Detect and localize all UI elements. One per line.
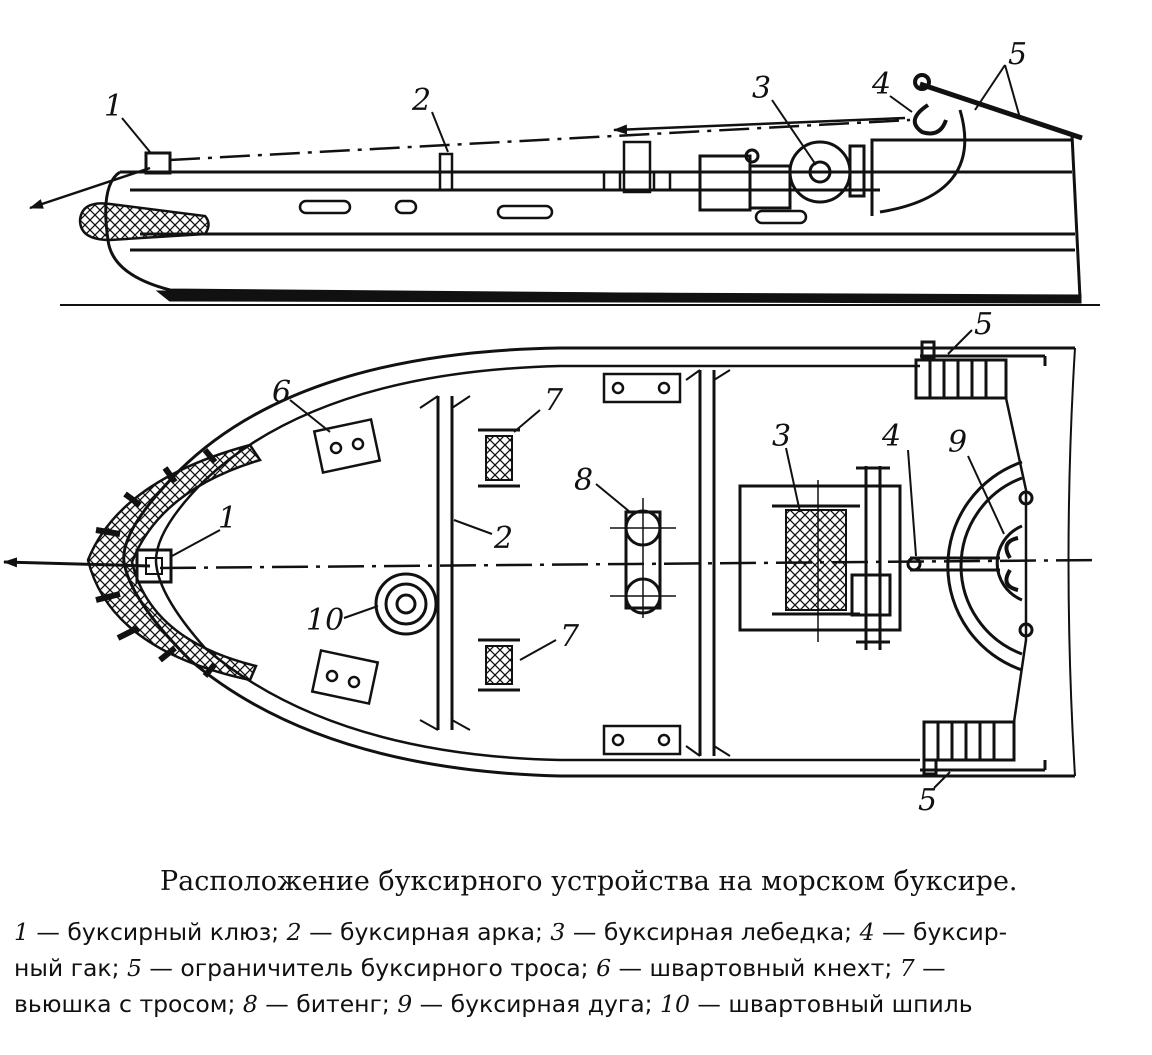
- legend-line-2: ный гак; 5 — ограничитель буксирного тро…: [14, 954, 946, 982]
- plan-callout-7-bottom: 7: [560, 619, 580, 654]
- side-portholes: [298, 199, 808, 225]
- plan-callout-1: 1: [218, 501, 237, 536]
- side-hook-pin: [913, 73, 931, 91]
- plan-fender-lashings: [95, 448, 218, 678]
- side-callout-3: 3: [752, 71, 771, 106]
- side-callout-4: 4: [871, 67, 891, 102]
- plan-rope-limiters: [914, 340, 1047, 776]
- side-callout-5: 5: [1008, 37, 1027, 72]
- plan-rope-reels: [478, 428, 520, 692]
- side-towing-winch: [698, 140, 866, 212]
- plan-callout-7-top: 7: [544, 383, 564, 418]
- plan-towing-hook: [1004, 536, 1019, 592]
- side-towing-hook: [912, 103, 948, 136]
- plan-callout-9: 9: [948, 425, 967, 460]
- towing-arrangement-diagram: 1 2 3 4 5: [3, 37, 1101, 818]
- side-towing-arch: [438, 152, 454, 192]
- side-callout-1: 1: [104, 89, 123, 124]
- side-leader-lines: [121, 64, 1021, 166]
- side-rub-strake: [130, 232, 1075, 252]
- plan-callout-2: 2: [493, 521, 513, 556]
- figure-legend: 1 — буксирный клюз; 2 — буксирная арка; …: [14, 914, 1142, 1022]
- plan-tow-arrow: [3, 557, 151, 568]
- side-keel-shadow: [155, 290, 1082, 304]
- bow-fender: [78, 202, 210, 242]
- side-view: [29, 64, 1100, 306]
- plan-stern-break: [1067, 347, 1076, 777]
- side-rope-limiter: [919, 81, 1083, 141]
- plan-towing-arches: [419, 369, 731, 757]
- plan-hull-outline: [122, 346, 1075, 778]
- plan-callout-4: 4: [881, 419, 901, 454]
- side-towing-arc: [879, 109, 967, 214]
- side-tow-line: [169, 118, 911, 162]
- plan-callout-6: 6: [272, 375, 291, 410]
- plan-towing-winch: [738, 466, 902, 650]
- plan-towing-arc: [906, 460, 1034, 672]
- plan-centreline: [159, 558, 1101, 570]
- plan-towing-fairlead: [135, 548, 173, 584]
- side-deckhouse: [870, 138, 1072, 216]
- plan-callout-5-bottom: 5: [918, 783, 937, 818]
- plan-callout-8: 8: [574, 463, 593, 498]
- side-callout-2: 2: [411, 83, 431, 118]
- side-towing-fairlead: [144, 151, 172, 175]
- side-tow-arrow-forward: [613, 116, 906, 135]
- figure-caption: Расположение буксирного устройства на мо…: [160, 866, 1018, 897]
- plan-hull-inner: [154, 364, 920, 762]
- side-tow-arrow-bow: [29, 166, 151, 210]
- plan-towing-bitt: [610, 498, 676, 618]
- side-hull-outline: [104, 134, 1082, 300]
- plan-leader-lines: [171, 329, 1005, 789]
- plan-mooring-capstan: [374, 572, 438, 636]
- plan-view: [3, 329, 1101, 789]
- plan-callout-10: 10: [306, 603, 344, 638]
- legend-line-3: вьюшка с тросом; 8 — битенг; 9 — буксирн…: [14, 990, 973, 1018]
- plan-callout-3: 3: [772, 419, 791, 454]
- legend-line-1: 1 — буксирный клюз; 2 — буксирная арка; …: [14, 918, 1008, 946]
- side-bitts: [596, 140, 680, 194]
- plan-callout-5-top: 5: [974, 307, 993, 342]
- plan-mooring-bitts: [310, 372, 682, 756]
